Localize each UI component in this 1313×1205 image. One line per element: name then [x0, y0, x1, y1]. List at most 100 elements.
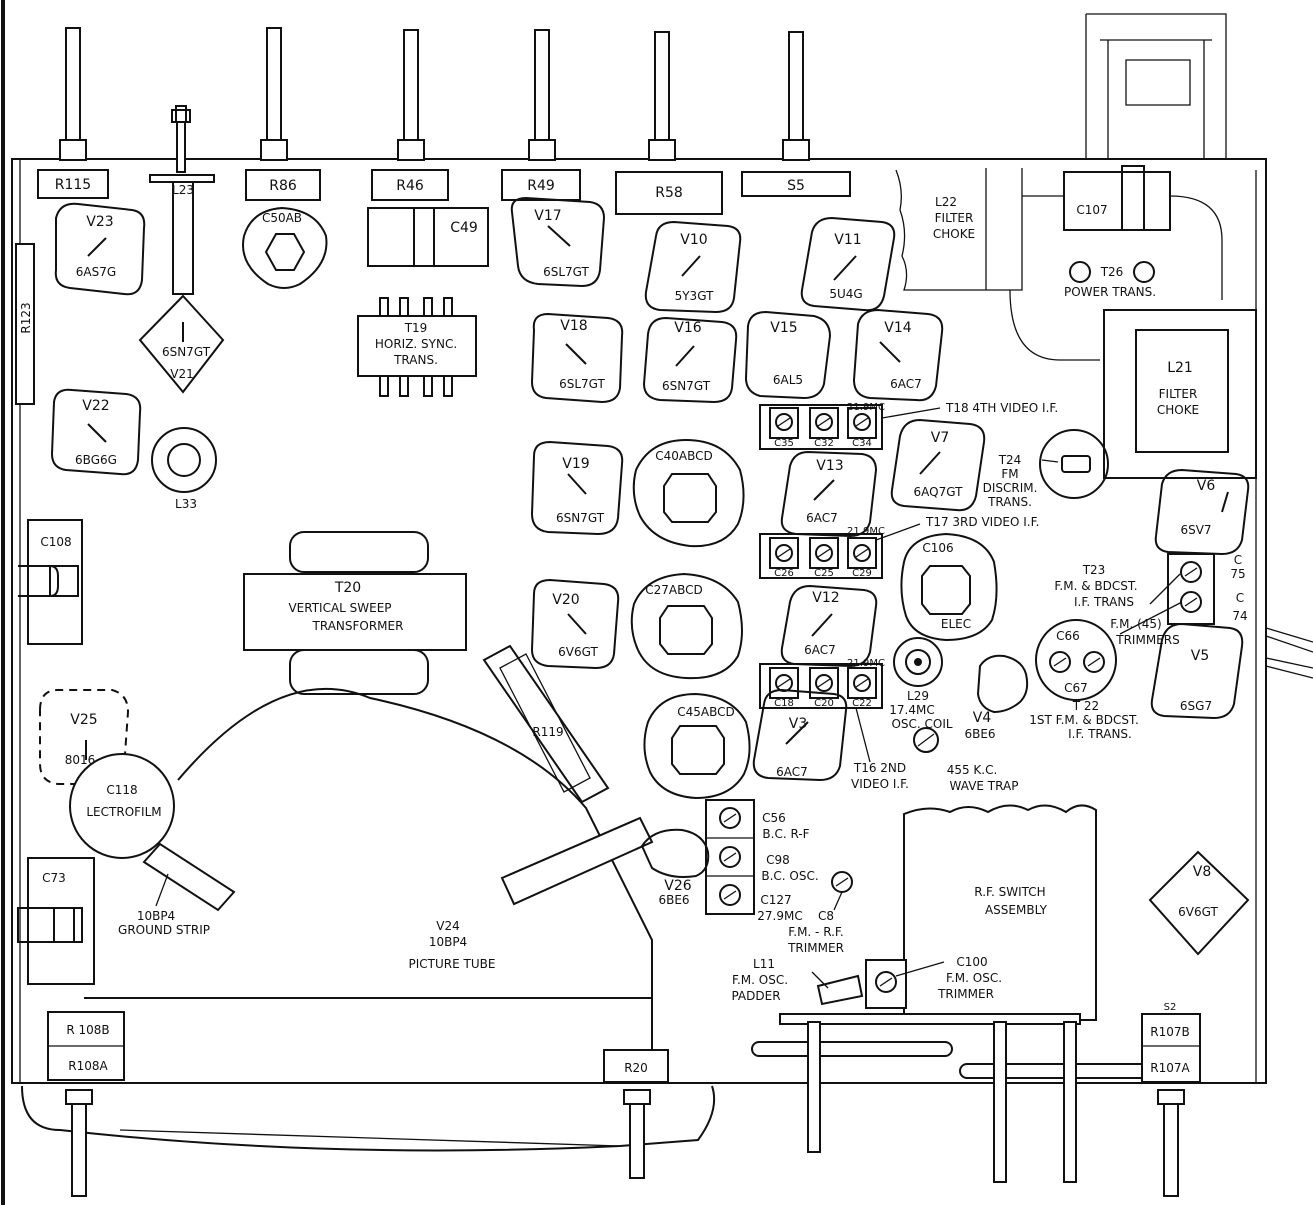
svg-text:V19: V19 — [562, 456, 589, 472]
svg-text:1ST F.M. & BDCST.: 1ST F.M. & BDCST. — [1029, 713, 1139, 727]
label-r49: R49 — [527, 178, 555, 194]
svg-text:6V6GT: 6V6GT — [558, 645, 598, 659]
svg-text:S2: S2 — [1164, 1002, 1177, 1013]
svg-text:6AC7: 6AC7 — [806, 511, 838, 525]
svg-text:TRANS.: TRANS. — [393, 353, 438, 367]
label-r86: R86 — [269, 178, 297, 194]
cap-c45abcd: C45ABCD — [643, 692, 751, 800]
svg-text:6BE6: 6BE6 — [658, 893, 689, 907]
svg-text:21.9MC: 21.9MC — [847, 526, 885, 537]
svg-text:V12: V12 — [812, 590, 839, 606]
svg-text:C50AB: C50AB — [262, 211, 302, 225]
right-leads — [1265, 627, 1313, 679]
svg-text:V11: V11 — [834, 232, 861, 248]
t18-4th-video-if: C35 C32 C34 21.9MC T18 4TH VIDEO I.F. — [759, 401, 1058, 450]
t16-2nd-video-if: C18 C20 C22 21.9MC T16 2ND VIDEO I.F. — [759, 658, 909, 791]
svg-text:R.F. SWITCH: R.F. SWITCH — [974, 885, 1045, 899]
svg-text:C45ABCD: C45ABCD — [677, 705, 735, 719]
svg-text:T20: T20 — [334, 580, 361, 596]
svg-text:75: 75 — [1230, 567, 1245, 581]
svg-text:C100: C100 — [956, 955, 987, 969]
svg-text:5U4G: 5U4G — [829, 287, 862, 301]
tube-v7: V7 6AQ7GT — [890, 418, 986, 512]
svg-text:C: C — [1234, 553, 1242, 567]
svg-text:6SG7: 6SG7 — [1180, 699, 1212, 713]
svg-text:R119: R119 — [532, 725, 563, 739]
svg-text:C35: C35 — [774, 438, 794, 449]
tube-v15: V15 6AL5 — [744, 310, 832, 400]
t20-vertical-sweep: T20 VERTICAL SWEEP TRANSFORMER — [243, 531, 467, 695]
svg-text:6AC7: 6AC7 — [804, 643, 836, 657]
svg-text:C107: C107 — [1076, 203, 1107, 217]
coil-l29: L29 17.4MC OSC. COIL — [889, 637, 953, 731]
tube-v17: V17 6SL7GT — [510, 196, 606, 288]
tube-v23: V23 6AS7G — [54, 202, 146, 296]
svg-text:C34: C34 — [852, 438, 872, 449]
svg-text:T16 2ND: T16 2ND — [853, 761, 906, 775]
svg-text:ELEC: ELEC — [941, 617, 971, 631]
svg-text:FILTER: FILTER — [1159, 387, 1198, 401]
svg-text:VIDEO I.F.: VIDEO I.F. — [851, 777, 909, 791]
svg-text:6BG6G: 6BG6G — [75, 453, 117, 467]
svg-text:GROUND STRIP: GROUND STRIP — [118, 923, 210, 937]
svg-text:TRANS.: TRANS. — [987, 495, 1032, 509]
tube-v21-type: 6SN7GT — [162, 345, 211, 359]
svg-text:6AL5: 6AL5 — [773, 373, 803, 387]
svg-text:V23: V23 — [86, 214, 113, 230]
tube-v22: V22 6BG6G — [50, 388, 142, 476]
svg-text:C73: C73 — [42, 871, 66, 885]
svg-text:C29: C29 — [852, 568, 872, 579]
svg-text:DISCRIM.: DISCRIM. — [983, 481, 1038, 495]
l21-filter-choke: L21 FILTER CHOKE — [1103, 309, 1257, 479]
svg-text:R123: R123 — [19, 302, 33, 333]
trimmer-column: C56 B.C. R-F C98 B.C. OSC. C127 27.9MC — [705, 799, 819, 923]
tube-v26: V26 6BE6 — [640, 828, 710, 907]
svg-text:T 22: T 22 — [1072, 699, 1099, 713]
svg-text:C98: C98 — [766, 853, 790, 867]
svg-text:V13: V13 — [816, 458, 843, 474]
t24-fm-discrim-trans: T24 FM DISCRIM. TRANS. — [983, 429, 1109, 509]
svg-text:C18: C18 — [774, 698, 794, 709]
label-r46: R46 — [396, 178, 424, 194]
svg-text:I.F. TRANS: I.F. TRANS — [1074, 595, 1134, 609]
cap-c50ab: C50AB — [242, 206, 328, 289]
svg-text:FILTER: FILTER — [935, 211, 974, 225]
picture-tube-v24: V24 10BP4 PICTURE TUBE — [21, 687, 716, 1152]
resistor-r119: R119 — [482, 644, 610, 804]
svg-text:F.M. - R.F.: F.M. - R.F. — [788, 925, 843, 939]
tube-v18: V18 6SL7GT — [530, 312, 624, 404]
svg-text:V5: V5 — [1191, 648, 1209, 664]
svg-text:B.C. R-F: B.C. R-F — [762, 827, 809, 841]
svg-text:R108A: R108A — [68, 1059, 108, 1073]
svg-text:V7: V7 — [931, 430, 949, 446]
tube-v11: V11 5U4G — [800, 216, 896, 312]
label-r115: R115 — [55, 177, 91, 193]
svg-text:I.F. TRANS.: I.F. TRANS. — [1068, 727, 1132, 741]
dial-mechanism — [751, 1013, 1161, 1183]
svg-text:C: C — [1236, 591, 1244, 605]
svg-text:PICTURE TUBE: PICTURE TUBE — [409, 957, 496, 971]
svg-text:TRIMMERS: TRIMMERS — [1115, 633, 1179, 647]
svg-text:C106: C106 — [922, 541, 953, 555]
svg-text:10BP4: 10BP4 — [137, 909, 175, 923]
svg-text:V22: V22 — [82, 398, 109, 414]
svg-text:L21: L21 — [1167, 360, 1193, 376]
l22-filter-choke: L22 FILTER CHOKE — [895, 168, 1023, 291]
svg-text:VERTICAL SWEEP: VERTICAL SWEEP — [288, 601, 391, 615]
rf-switch-assembly: R.F. SWITCH ASSEMBLY — [903, 804, 1097, 1021]
svg-text:V15: V15 — [770, 320, 797, 336]
svg-text:V17: V17 — [534, 208, 561, 224]
svg-text:6AC7: 6AC7 — [890, 377, 922, 391]
tube-v5: V5 6SG7 — [1150, 622, 1244, 720]
tube-v21-id: V21 — [170, 367, 193, 381]
bottom-controls: R 108B R108A R20 S2 R107B R107A — [47, 1002, 1201, 1197]
svg-text:C108: C108 — [40, 535, 71, 549]
svg-text:17.4MC: 17.4MC — [889, 703, 934, 717]
svg-text:C67: C67 — [1064, 681, 1088, 695]
svg-text:V25: V25 — [70, 712, 97, 728]
svg-text:C22: C22 — [852, 698, 872, 709]
wave-trap-455kc: 455 K.C. WAVE TRAP — [913, 727, 1018, 793]
cap-c49: C49 — [367, 207, 489, 267]
svg-text:L22: L22 — [935, 195, 957, 209]
t23-fm-bdcst-if: T23 F.M. & BDCST. I.F. TRANS C 75 C 74 — [1054, 553, 1248, 635]
